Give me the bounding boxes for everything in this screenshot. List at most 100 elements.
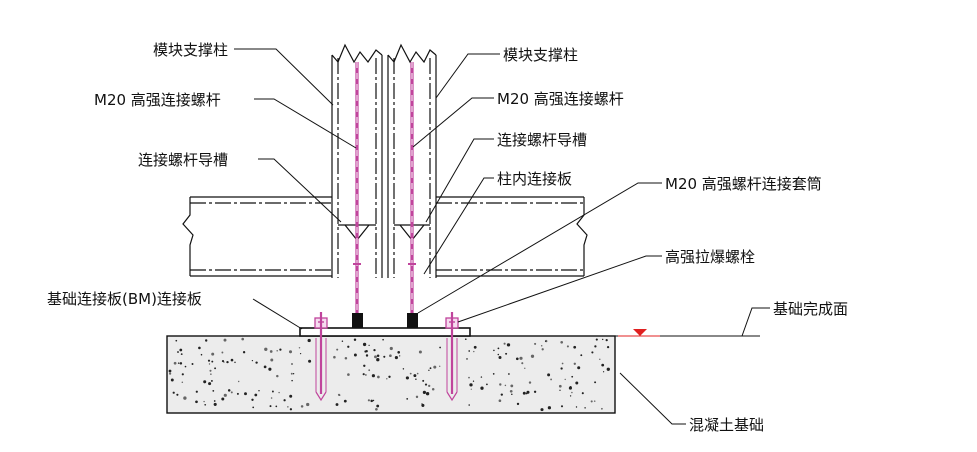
label-inner-plate: 柱内连接板: [497, 170, 572, 188]
aggregate-speck: [368, 369, 371, 372]
aggregate-speck: [399, 355, 401, 357]
aggregate-speck: [298, 347, 301, 349]
aggregate-speck: [365, 354, 369, 357]
aggregate-speck: [428, 369, 430, 371]
connection-rod-right: [408, 62, 416, 313]
aggregate-speck: [211, 360, 214, 363]
aggregate-speck: [376, 404, 380, 408]
aggregate-speck: [405, 376, 409, 380]
aggregate-speck: [606, 367, 610, 371]
aggregate-speck: [544, 340, 547, 342]
aggregate-speck: [290, 372, 293, 375]
aggregate-speck: [569, 395, 572, 397]
aggregate-speck: [506, 343, 511, 347]
aggregate-speck: [464, 338, 467, 341]
aggregate-speck: [406, 398, 409, 400]
aggregate-speck: [210, 373, 212, 375]
aggregate-speck: [421, 403, 425, 407]
aggregate-speck: [540, 408, 544, 412]
aggregate-speck: [422, 390, 426, 394]
aggregate-speck: [179, 348, 183, 352]
aggregate-speck: [211, 352, 215, 356]
aggregate-speck: [508, 373, 510, 375]
aggregate-speck: [299, 352, 302, 355]
aggregate-speck: [203, 380, 207, 384]
aggregate-speck: [573, 345, 577, 349]
aggregate-speck: [547, 406, 552, 410]
aggregate-speck: [223, 338, 227, 342]
aggregate-speck: [504, 384, 507, 387]
aggregate-speck: [493, 349, 495, 352]
aggregate-speck: [439, 365, 441, 367]
aggregate-speck: [335, 403, 339, 406]
finished-surface-line: [615, 329, 760, 337]
aggregate-speck: [275, 405, 278, 408]
aggregate-speck: [212, 390, 215, 392]
aggregate-speck: [208, 382, 212, 386]
aggregate-speck: [347, 373, 350, 376]
aggregate-speck: [422, 379, 425, 382]
aggregate-speck: [525, 392, 528, 395]
aggregate-speck: [376, 354, 380, 358]
aggregate-speck: [424, 383, 428, 386]
aggregate-speck: [306, 402, 310, 407]
aggregate-speck: [591, 351, 594, 354]
aggregate-speck: [276, 374, 279, 378]
aggregate-speck: [568, 386, 572, 390]
aggregate-speck: [472, 380, 475, 382]
aggregate-speck: [289, 394, 293, 398]
label-base-plate: 基础连接板(BM)连接板: [47, 290, 202, 308]
aggregate-speck: [207, 359, 211, 362]
aggregate-speck: [308, 359, 312, 363]
aggregate-speck: [397, 350, 401, 354]
aggregate-speck: [402, 368, 405, 370]
aggregate-speck: [252, 406, 255, 409]
aggregate-speck: [227, 389, 231, 392]
aggregate-speck: [575, 381, 579, 385]
aggregate-speck: [594, 381, 597, 384]
aggregate-speck: [593, 400, 596, 402]
aggregate-speck: [289, 408, 293, 411]
aggregate-speck: [428, 384, 431, 388]
base-connection-plate: [299, 327, 471, 337]
aggregate-speck: [503, 342, 506, 345]
aggregate-speck: [353, 353, 357, 357]
aggregate-speck: [470, 388, 472, 390]
aggregate-speck: [180, 353, 183, 355]
aggregate-speck: [533, 390, 537, 393]
aggregate-speck: [541, 348, 544, 351]
aggregate-speck: [365, 374, 367, 376]
concrete-aggregate: [168, 337, 610, 412]
aggregate-speck: [524, 367, 526, 369]
aggregate-speck: [375, 407, 378, 411]
bolt-sleeve-left: [352, 313, 363, 328]
label-sleeve: M20 高强螺杆连接套筒: [665, 175, 822, 193]
aggregate-speck: [242, 351, 246, 354]
aggregate-speck: [195, 400, 198, 404]
aggregate-speck: [416, 372, 419, 375]
aggregate-speck: [279, 348, 282, 351]
elevation-marker-icon: [633, 329, 647, 336]
label-module-column-right: 模块支撑柱: [503, 46, 578, 64]
aggregate-speck: [362, 342, 367, 347]
aggregate-speck: [601, 363, 605, 367]
aggregate-speck: [394, 356, 398, 360]
concrete-foundation: [166, 335, 616, 414]
aggregate-speck: [486, 383, 488, 386]
aggregate-speck: [480, 386, 484, 390]
aggregate-speck: [498, 356, 502, 359]
aggregate-speck: [168, 369, 172, 373]
aggregate-speck: [213, 402, 217, 406]
aggregate-speck: [362, 373, 365, 376]
aggregate-speck: [388, 375, 391, 378]
aggregate-speck: [198, 346, 201, 350]
aggregate-speck: [580, 354, 583, 357]
aggregate-speck: [179, 362, 183, 365]
beam-left: [182, 196, 332, 277]
aggregate-speck: [498, 399, 502, 403]
aggregate-speck: [214, 367, 217, 370]
aggregate-speck: [353, 338, 357, 342]
aggregate-speck: [363, 364, 366, 367]
aggregate-speck: [425, 392, 430, 396]
